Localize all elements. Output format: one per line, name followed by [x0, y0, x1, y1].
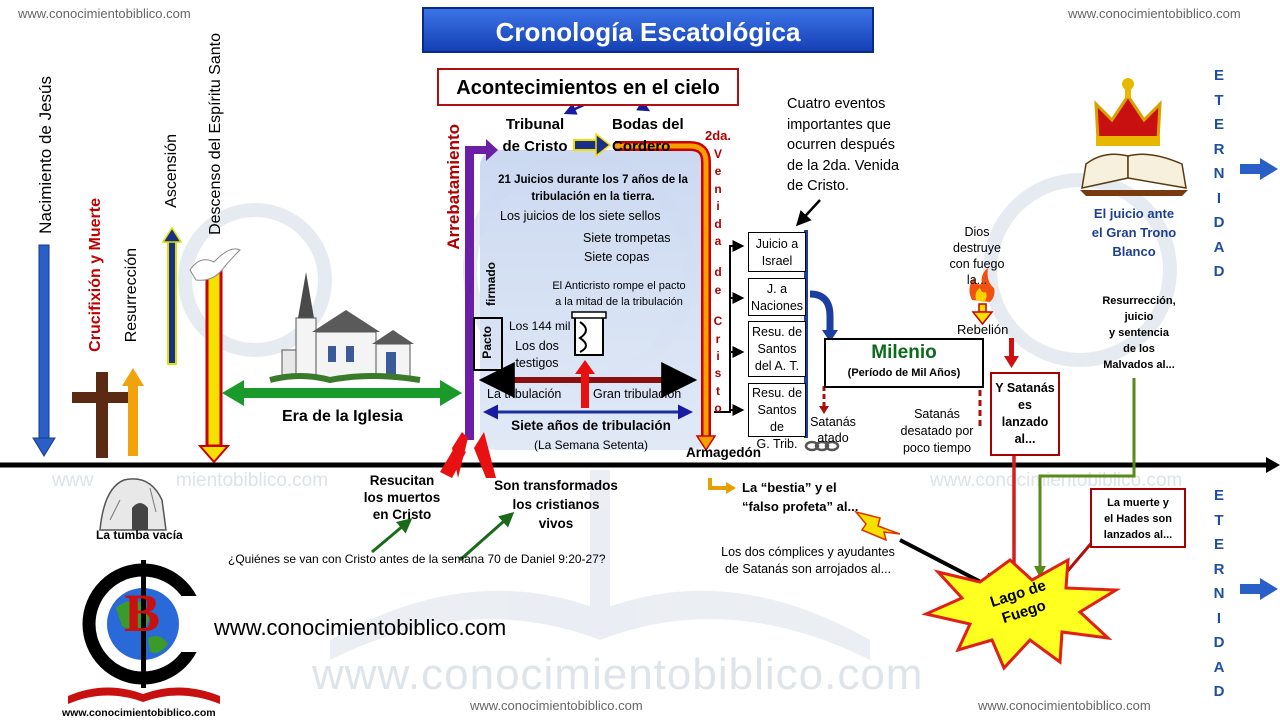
label-nacimiento: Nacimiento de Jesús	[36, 76, 55, 234]
milenio-subtitle: (Período de Mil Años)	[847, 367, 961, 379]
timeline-arrowhead	[1266, 457, 1280, 473]
milenio-box: Milenio (Período de Mil Años)	[824, 338, 984, 388]
cross-icon	[96, 372, 108, 458]
label-copas: Siete copas	[584, 250, 650, 264]
label-era-iglesia: Era de la Iglesia	[282, 408, 403, 425]
chain-icon	[804, 440, 840, 452]
watermark-bottom-right: www.conocimientobiblico.com	[978, 698, 1151, 713]
label-semana-setenta: (La Semana Setenta)	[533, 438, 649, 452]
label-arrebatamiento: Arrebatamiento	[444, 124, 463, 250]
watermark-big: www.conocimientobiblico.com	[312, 650, 924, 699]
crown-icon	[1094, 78, 1162, 146]
lightning-icon	[853, 510, 901, 542]
heaven-events-box: Acontecimientos en el cielo	[437, 68, 739, 106]
label-sellos: Los juicios de los siete sellos	[500, 209, 661, 223]
label-firmado: firmado	[484, 262, 498, 307]
bible-icon	[1080, 153, 1188, 196]
site-url: www.conocimientobiblico.com	[214, 615, 507, 640]
watermark-bottom-center: www.conocimientobiblico.com	[470, 698, 643, 713]
empty-tomb-icon	[99, 478, 167, 531]
watermark-line-mid: mientobiblico.com	[176, 470, 329, 491]
site-logo	[68, 560, 220, 704]
label-pregunta: ¿Quiénes se van con Cristo antes de la s…	[228, 552, 606, 566]
watermark-top-left: www.conocimientobiblico.com	[18, 6, 191, 21]
label-bestia: La “bestia” y el“falso profeta” al...	[742, 480, 859, 514]
logo-caption: www.conocimientobiblico.com	[62, 707, 216, 719]
label-descenso: Descenso del Espíritu Santo	[207, 33, 224, 235]
label-armagedon: Armagedón	[686, 445, 762, 460]
dove-icon	[189, 248, 241, 281]
label-siete-anos: Siete años de tribulación	[511, 418, 671, 433]
label-pacto: Pacto	[480, 326, 494, 359]
scroll-icon	[571, 311, 607, 356]
label-resurreccion: Resurrección	[123, 248, 140, 343]
label-la-tribulacion: La tribulación	[487, 387, 562, 401]
label-gran-tribulacion: Gran tribulación	[593, 387, 682, 401]
milenio-title: Milenio	[871, 342, 937, 363]
label-2da: 2da.	[705, 128, 732, 143]
church-icon	[269, 272, 421, 384]
watermark-top-right: www.conocimientobiblico.com	[1068, 6, 1241, 21]
logo-letter: B	[124, 583, 161, 643]
label-crucifixion: Crucifixión y Muerte	[87, 198, 104, 352]
fire-icon	[969, 268, 995, 302]
label-rebelion: Rebelión	[957, 322, 1009, 337]
watermark-line-left: www	[52, 470, 94, 491]
label-tumba: La tumba vacía	[96, 528, 183, 542]
label-ascension: Ascensión	[163, 134, 180, 208]
label-144-mil: Los 144 mil	[509, 319, 571, 333]
page-title: Cronología Escatológica	[422, 7, 874, 53]
label-trompetas: Siete trompetas	[583, 231, 671, 245]
lake-of-fire-burst	[921, 557, 1122, 671]
